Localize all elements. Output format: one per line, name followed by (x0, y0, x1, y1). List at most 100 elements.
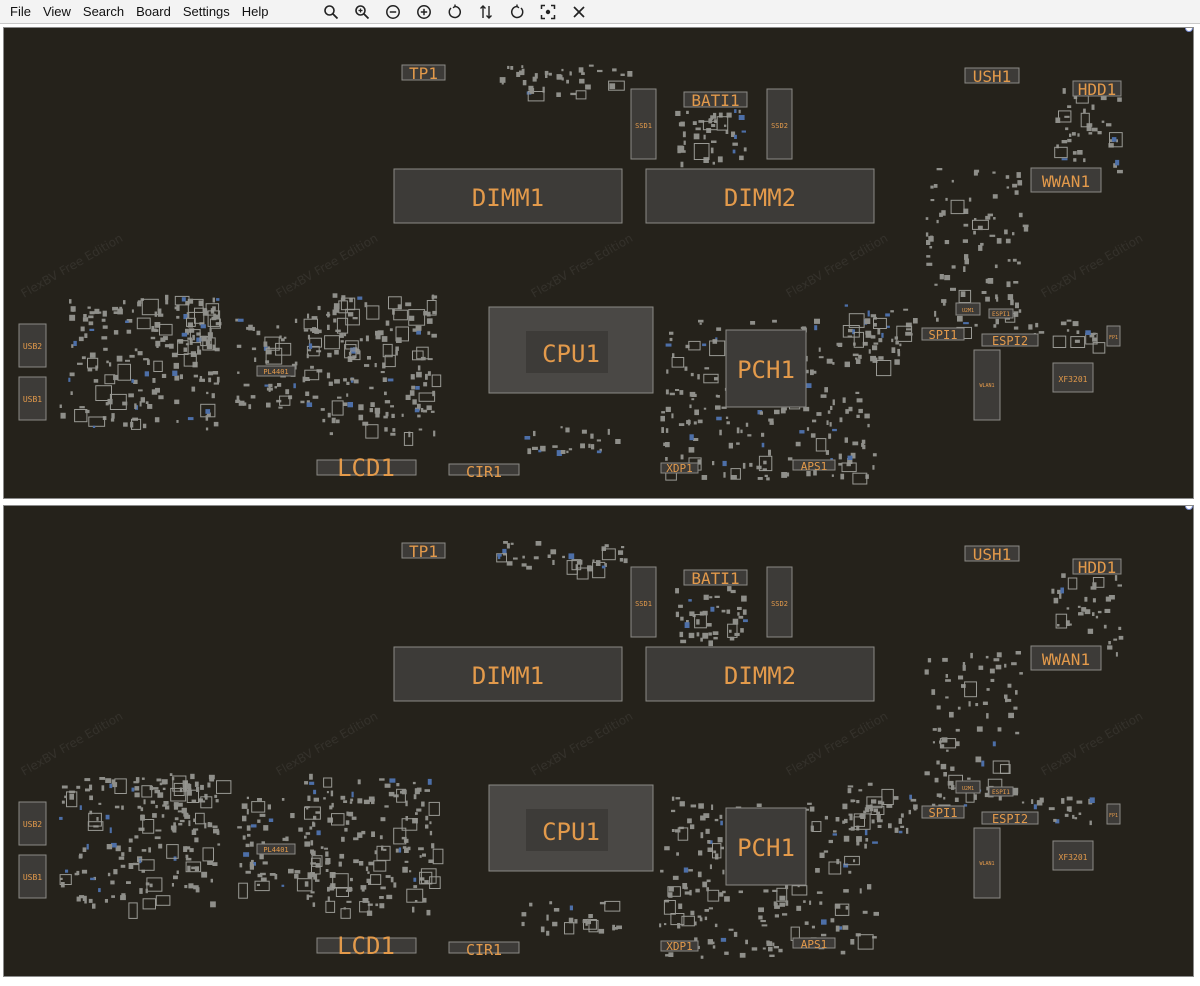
pcb-pad (828, 839, 833, 844)
espi1-outline[interactable] (988, 786, 1014, 797)
pcb-pad (713, 112, 717, 119)
pcb-pad (714, 595, 720, 598)
pcb-pad (784, 472, 790, 477)
fp1-outline[interactable] (1106, 803, 1121, 825)
pcb-pad (721, 406, 727, 409)
tp1-outline[interactable] (401, 542, 446, 559)
pcb-pad (243, 383, 250, 387)
pcb-pad (1006, 698, 1012, 702)
pch1-outline[interactable] (725, 329, 807, 408)
xdp1-outline[interactable] (660, 940, 699, 952)
ssd2-outline[interactable] (766, 88, 793, 160)
fp1-outline[interactable] (1106, 325, 1121, 347)
zoom-in-icon[interactable] (350, 1, 374, 23)
menu-board[interactable]: Board (136, 3, 171, 19)
pcb-pad (395, 349, 398, 356)
cir1-outline[interactable] (448, 463, 520, 476)
pcb-pad (561, 68, 564, 72)
pcb-pad (140, 814, 145, 821)
espi1-outline[interactable] (988, 308, 1014, 319)
pcb-pad (313, 797, 319, 802)
wlan1-outline[interactable] (973, 827, 1001, 899)
zoom-out-icon[interactable] (381, 1, 405, 23)
dimm2-outline[interactable] (645, 646, 875, 702)
pcb-pad (962, 662, 966, 668)
pcb-pad (427, 331, 431, 335)
ush1-outline[interactable] (964, 545, 1020, 562)
usb1-outline[interactable] (18, 854, 47, 899)
pcb-pad (296, 878, 313, 892)
dimm1-outline[interactable] (393, 168, 623, 224)
xdp1-outline[interactable] (660, 462, 699, 474)
pcb-pad (895, 340, 899, 345)
rotate-cw-icon[interactable] (505, 1, 529, 23)
pcb-pad (312, 821, 315, 825)
menu-search[interactable]: Search (82, 3, 125, 19)
wwan1-outline[interactable] (1030, 167, 1102, 193)
espi2-outline[interactable] (981, 333, 1039, 347)
ssd1-outline[interactable] (630, 88, 657, 160)
pcb-pad (707, 889, 720, 902)
espi2-outline[interactable] (981, 811, 1039, 825)
menu-settings[interactable]: Settings (182, 3, 230, 19)
tp1-outline[interactable] (401, 64, 446, 81)
pcb-pad (842, 925, 849, 930)
pcb-pad (936, 705, 941, 710)
aps1-outline[interactable] (792, 459, 836, 471)
pcb-pad (877, 800, 882, 805)
select-region-icon[interactable] (536, 1, 560, 23)
pcb-pad (680, 161, 684, 168)
pl4401-outline[interactable] (256, 365, 296, 377)
pcb-pad (159, 323, 173, 336)
zoom-fit-icon[interactable] (319, 1, 343, 23)
spi1-outline[interactable] (921, 805, 965, 819)
ssd1-outline[interactable] (630, 566, 657, 638)
u2m1-outline[interactable] (955, 780, 981, 794)
pcb-pad (413, 877, 417, 882)
menu-file[interactable]: File (10, 3, 31, 19)
u2m1-outline[interactable] (955, 302, 981, 316)
pl4401-outline[interactable] (256, 843, 296, 855)
pch1-outline[interactable] (725, 807, 807, 886)
pcb-pad (173, 803, 179, 810)
ush1-outline[interactable] (964, 67, 1020, 84)
usb2-outline[interactable] (18, 801, 47, 846)
pcb-pad (1069, 133, 1072, 137)
hdd1-outline[interactable] (1072, 80, 1122, 97)
pcb-pad (381, 845, 384, 851)
xf3201-outline[interactable] (1052, 840, 1094, 871)
pcb-pad (416, 371, 422, 378)
aps1-outline[interactable] (792, 937, 836, 949)
bat1-outline[interactable] (683, 569, 748, 586)
pcb-pad (730, 589, 736, 594)
lcd1-outline[interactable] (316, 459, 417, 476)
menu-help[interactable]: Help (241, 3, 269, 19)
pcb-pad (913, 318, 918, 324)
ssd2-outline[interactable] (766, 566, 793, 638)
rotate-ccw-icon[interactable] (443, 1, 467, 23)
hdd1-outline[interactable] (1072, 558, 1122, 575)
zoom-in-plus-icon[interactable] (412, 1, 436, 23)
flip-vertical-icon[interactable] (474, 1, 498, 23)
wwan1-outline[interactable] (1030, 645, 1102, 671)
usb2-outline[interactable] (18, 323, 47, 368)
usb1-outline[interactable] (18, 376, 47, 421)
pcb-pad (1115, 139, 1118, 143)
wlan1-outline[interactable] (973, 349, 1001, 421)
close-icon[interactable] (567, 1, 591, 23)
pcb-pad (209, 327, 212, 334)
pcb-pad (824, 815, 828, 820)
bat1-outline[interactable] (683, 91, 748, 108)
cir1-outline[interactable] (448, 941, 520, 954)
dimm2-outline[interactable] (645, 168, 875, 224)
lcd1-outline[interactable] (316, 937, 417, 954)
spi1-outline[interactable] (921, 327, 965, 341)
xf3201-outline[interactable] (1052, 362, 1094, 393)
menu-view[interactable]: View (42, 3, 71, 19)
pcb-pad (981, 291, 987, 294)
dimm1-outline[interactable] (393, 646, 623, 702)
